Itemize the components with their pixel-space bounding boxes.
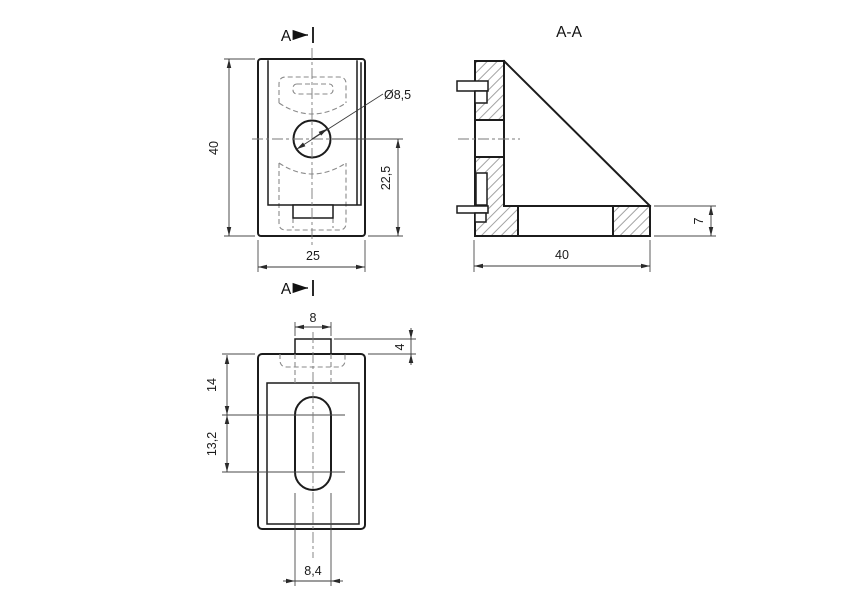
section-dim-depth: 40 bbox=[473, 240, 651, 272]
dim-label: 13,2 bbox=[205, 432, 219, 456]
section-view: A-A 40 7 bbox=[456, 24, 716, 272]
bottom-section-marker: A bbox=[281, 280, 314, 298]
bottom-tab bbox=[456, 205, 489, 214]
extension-lines bbox=[654, 205, 716, 237]
section-hatching bbox=[475, 61, 650, 236]
bottom-dim-tab-width: 8 bbox=[294, 311, 332, 336]
section-cutouts bbox=[456, 80, 489, 223]
front-part-outline bbox=[257, 58, 366, 237]
hidden-top-nub bbox=[278, 76, 347, 115]
dim-label: Ø8,5 bbox=[384, 88, 411, 102]
dim-label: 40 bbox=[555, 248, 569, 262]
dim-label: 8,4 bbox=[304, 564, 321, 578]
top-notch bbox=[474, 90, 488, 104]
extension-lines bbox=[294, 493, 332, 586]
bottom-notch bbox=[474, 212, 487, 223]
leader-line bbox=[296, 93, 384, 150]
bottom-section-label: A bbox=[281, 281, 292, 298]
dim-label: 25 bbox=[306, 249, 320, 263]
bottom-dim-slot-offset: 14 bbox=[205, 353, 255, 415]
front-outer-body bbox=[257, 58, 366, 237]
bottom-view: A 8 4 bbox=[205, 280, 416, 586]
front-section-marker: A bbox=[281, 27, 314, 45]
dim-label: 4 bbox=[393, 343, 407, 350]
bottom-dim-tab-height: 4 bbox=[334, 328, 416, 365]
section-outline bbox=[474, 59, 652, 237]
extension-lines bbox=[334, 338, 416, 355]
hidden-bottom-nub bbox=[278, 162, 347, 231]
bottom-part-outline bbox=[257, 338, 366, 530]
bottom-dim-slot-length: 13,2 bbox=[205, 415, 230, 472]
front-visible-tab bbox=[292, 204, 334, 219]
front-dim-hole-diameter: Ø8,5 bbox=[296, 88, 411, 150]
front-dim-width: 25 bbox=[257, 240, 366, 272]
top-tab bbox=[456, 80, 489, 92]
dim-label: 40 bbox=[207, 141, 221, 155]
front-dim-height: 40 bbox=[207, 58, 255, 237]
section-dim-thickness: 7 bbox=[654, 205, 716, 237]
bottom-hidden-lines bbox=[279, 354, 346, 383]
wall-slot bbox=[475, 172, 488, 206]
extension-lines bbox=[332, 138, 403, 237]
bottom-dim-slot-width: 8,4 bbox=[283, 493, 343, 586]
slot-center-extension-lines bbox=[222, 414, 345, 473]
dim-label: 14 bbox=[205, 378, 219, 392]
front-dim-hole-offset: 22,5 bbox=[332, 138, 403, 237]
dim-label: 8 bbox=[310, 311, 317, 325]
section-title: A-A bbox=[556, 24, 583, 41]
hatch-flange-right bbox=[613, 206, 650, 236]
front-view: A 40 25 bbox=[207, 27, 411, 272]
hidden-top-slot bbox=[292, 83, 334, 95]
bottom-outer-body bbox=[257, 353, 366, 530]
front-inner-face bbox=[267, 60, 362, 206]
dim-label: 22,5 bbox=[379, 166, 393, 190]
leader-arrow bbox=[311, 128, 328, 140]
front-section-label: A bbox=[281, 28, 292, 45]
dim-label: 7 bbox=[692, 217, 706, 224]
